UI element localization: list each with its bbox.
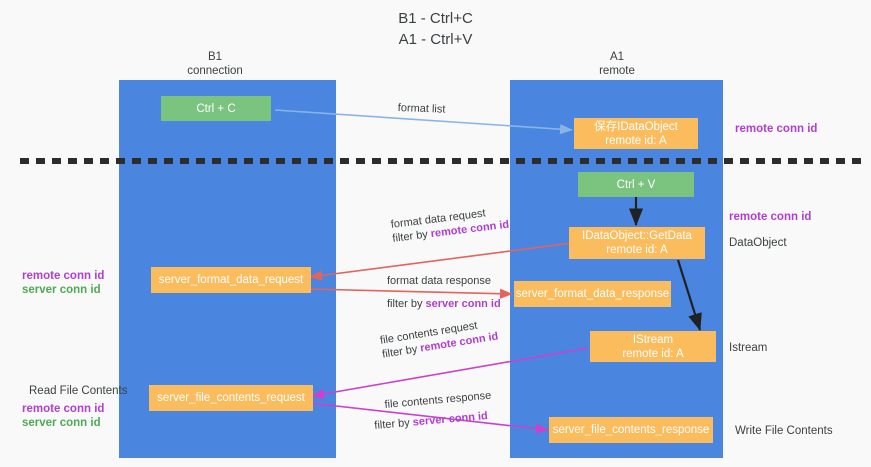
column-title-b1: B1 connection (187, 51, 243, 77)
node-ctrl-v[interactable]: Ctrl + V (578, 172, 694, 197)
left-label-read-file-contents: Read File Contents (29, 385, 128, 397)
edge-file-contents-response-line2: filter by server conn id (374, 409, 494, 433)
node-istream[interactable]: IStream remote id: A (590, 331, 716, 362)
node-server-format-data-request[interactable]: server_format_data_request (151, 267, 311, 293)
right-label-dataobject: DataObject (729, 237, 787, 249)
edge-file-contents-request: file contents request filter by remote c… (379, 316, 499, 362)
diagram-title: B1 - Ctrl+C A1 - Ctrl+V (398, 10, 473, 48)
right-label-remote-conn-id-top: remote conn id (735, 123, 818, 135)
edge-format-data-response-key: server conn id (425, 298, 501, 310)
left-label-server-conn-id: server conn id (22, 284, 101, 296)
edge-format-data-request-prefix: filter by (391, 228, 432, 245)
edge-file-contents-response-line1: file contents response (384, 389, 492, 411)
edge-format-data-response-prefix: filter by (387, 298, 426, 310)
node-save-idataobject[interactable]: 保存IDataObject remote id: A (574, 118, 698, 149)
node-server-file-contents-request[interactable]: server_file_contents_request (149, 385, 313, 411)
edge-format-list: format list (398, 101, 446, 117)
edge-format-data-response: format data response filter by server co… (387, 274, 501, 311)
edge-file-contents-response: file contents response filter by server … (374, 389, 494, 432)
edge-format-data-response-line2: filter by server conn id (387, 297, 501, 311)
edge-format-data-request: format data request filter by remote con… (390, 204, 510, 246)
left-label-remote-conn-id: remote conn id (22, 270, 105, 282)
left-label-server-conn-id-2: server conn id (22, 417, 101, 429)
right-label-write-file-contents: Write File Contents (735, 425, 833, 437)
node-server-format-data-response[interactable]: server_format_data_response (514, 281, 671, 307)
edge-format-list-line1: format list (397, 101, 446, 116)
column-title-a1: A1 remote (599, 51, 635, 77)
node-server-file-contents-response[interactable]: server_file_contents_response (549, 417, 713, 443)
right-label-istream: Istream (729, 342, 768, 354)
left-label-remote-conn-id-2: remote conn id (22, 403, 105, 415)
edge-file-contents-response-prefix: filter by (373, 416, 414, 432)
right-label-remote-conn-id-mid: remote conn id (729, 211, 812, 223)
edge-file-contents-response-key: server conn id (412, 410, 489, 429)
edge-format-data-response-line1: format data response (387, 275, 491, 287)
node-ctrl-c[interactable]: Ctrl + C (161, 96, 271, 121)
node-idataobject-getdata[interactable]: IDataObject::GetData remote id: A (569, 227, 705, 259)
